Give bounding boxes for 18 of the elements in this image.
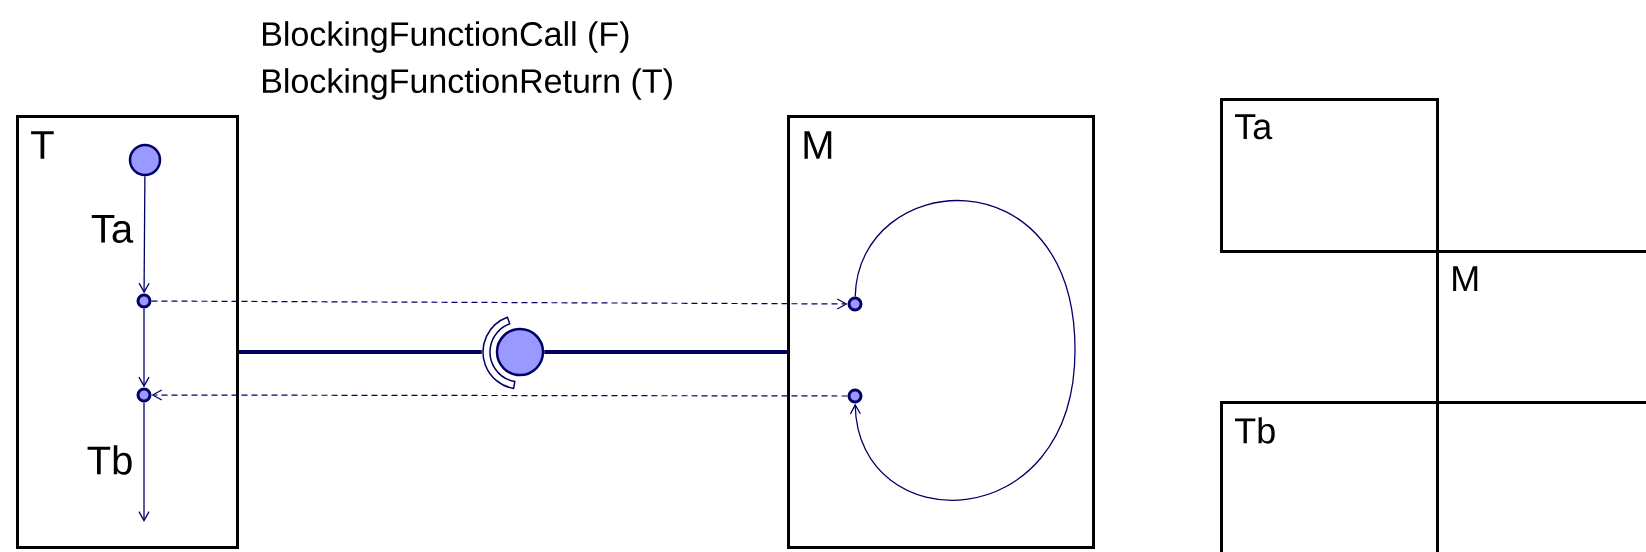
- connector-line: [239, 350, 482, 354]
- start-circle: [128, 143, 162, 177]
- arrow: [151, 389, 849, 401]
- grid-box: Tb: [1220, 401, 1439, 552]
- grid-box: M: [1436, 250, 1646, 404]
- function-label: BlockingFunctionCall (F): [263, 21, 629, 53]
- edge-label: Ta: [91, 215, 134, 243]
- edge-label: Tb: [87, 445, 132, 475]
- ball-and-socket-drawing: [482, 316, 545, 390]
- arrow: [138, 175, 150, 294]
- loop-arrow: [849, 200, 1076, 501]
- function-label: BlockingFunctionReturn (T): [263, 68, 672, 100]
- grid-box: Ta: [1220, 98, 1439, 253]
- swimlane-box: M: [787, 115, 1095, 549]
- arrow: [150, 298, 848, 310]
- arrow: [138, 401, 150, 522]
- connector-line: [544, 350, 787, 354]
- arrow: [138, 307, 150, 388]
